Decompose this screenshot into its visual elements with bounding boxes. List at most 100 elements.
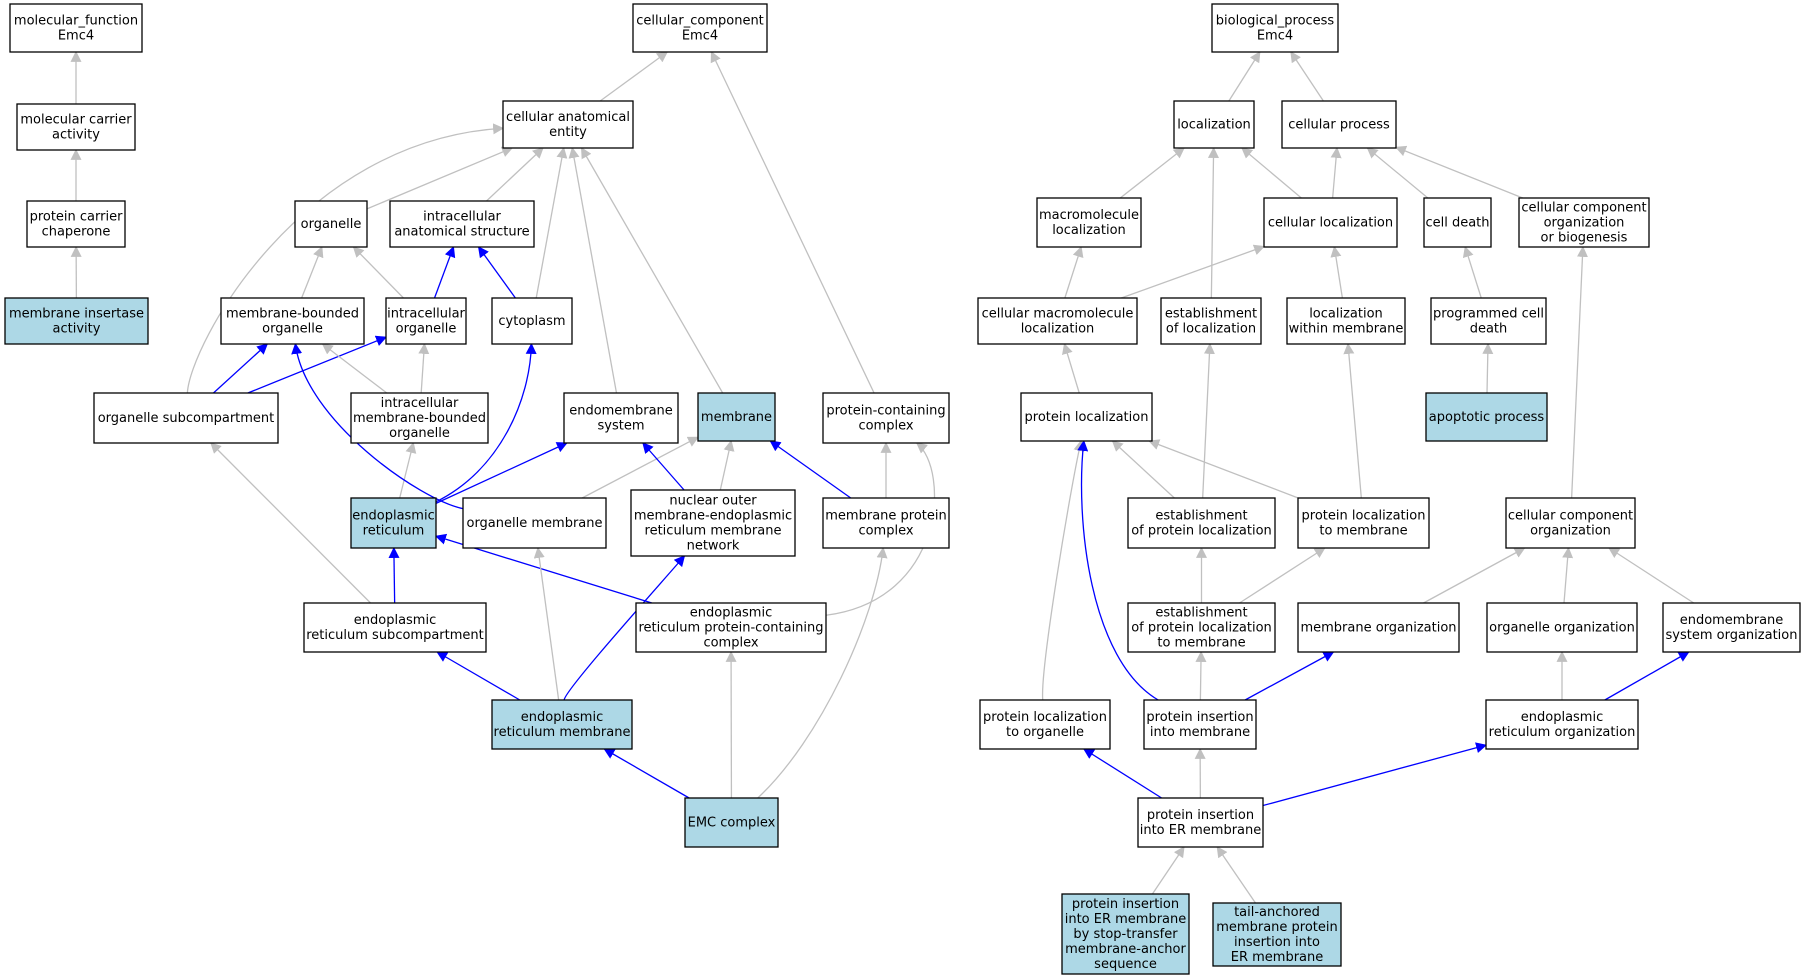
term-node-cell_process[interactable]: cellular process xyxy=(1281,100,1397,149)
term-box xyxy=(350,392,489,444)
term-box xyxy=(303,602,487,653)
term-node-prot_loc[interactable]: protein localization xyxy=(1020,392,1153,442)
term-node-cell_loc[interactable]: cellular localization xyxy=(1263,197,1398,248)
term-node-membrane[interactable]: membrane xyxy=(697,392,776,442)
term-label-line: reticulum subcompartment xyxy=(306,628,484,643)
term-node-cytoplasm[interactable]: cytoplasm xyxy=(491,297,573,345)
term-label-line: cytoplasm xyxy=(498,314,565,329)
term-box xyxy=(1143,699,1257,750)
term-label-line: organization xyxy=(1530,524,1611,539)
edge-intracell_mbo-to-mem_bounded_org xyxy=(321,343,388,394)
term-label-line: membrane-bounded xyxy=(353,411,486,426)
term-label-line: anatomical structure xyxy=(394,225,529,240)
term-label-line: insertion into xyxy=(1234,935,1320,950)
term-node-nuc_outer[interactable]: nuclear outermembrane-endoplasmicreticul… xyxy=(630,489,796,557)
term-label-line: localization xyxy=(1052,223,1126,238)
term-node-organelle[interactable]: organelle xyxy=(294,200,368,248)
term-label-line: tail-anchored xyxy=(1234,905,1320,920)
term-label-line: cellular macromolecule xyxy=(982,307,1134,322)
edge-est_loc-to-localization xyxy=(1207,146,1219,299)
term-label-line: protein carrier xyxy=(30,210,124,225)
term-node-organelle_org[interactable]: organelle organization xyxy=(1486,602,1638,653)
term-node-cell_death[interactable]: cell death xyxy=(1423,197,1492,248)
term-box xyxy=(1211,3,1339,53)
term-label-line: endoplasmic xyxy=(354,613,436,628)
term-label-line: reticulum membrane xyxy=(645,524,782,539)
edge-prot_ins_er_stop-to-prot_ins_er xyxy=(1151,846,1185,895)
edge-prot_loc_org-to-prot_loc xyxy=(1041,439,1085,701)
term-box xyxy=(1297,602,1460,653)
edge-org_subcomp-to-mem_bounded_org xyxy=(213,343,269,394)
term-box xyxy=(16,103,136,151)
term-box xyxy=(1281,100,1397,149)
term-label-line: macromolecule xyxy=(1039,208,1139,223)
term-node-org_subcomp[interactable]: organelle subcompartment xyxy=(93,392,279,444)
term-node-emc[interactable]: EMC complex xyxy=(684,797,779,848)
term-label-line: organelle xyxy=(262,322,323,337)
term-label-line: within membrane xyxy=(1289,322,1404,337)
term-box xyxy=(684,797,779,848)
term-node-mem_org[interactable]: membrane organization xyxy=(1297,602,1460,653)
term-label-line: localization xyxy=(1021,322,1095,337)
edge-prot_cont_cplx-to-cc_root xyxy=(710,51,875,394)
term-box xyxy=(1020,392,1153,442)
term-label-line: of localization xyxy=(1166,322,1256,337)
edge-prot_ins_mem-to-prot_loc xyxy=(1077,439,1159,701)
term-label-line: into membrane xyxy=(1150,725,1250,740)
term-box xyxy=(4,297,149,345)
edge-cell_process-to-bp_root xyxy=(1290,51,1324,102)
term-box xyxy=(502,100,634,149)
term-node-localization[interactable]: localization xyxy=(1173,100,1255,149)
edge-mem_bounded_org-to-organelle xyxy=(301,245,324,299)
term-box xyxy=(9,3,143,53)
term-label-line: EMC complex xyxy=(688,816,776,831)
edge-mem_prot_cplx-to-membrane xyxy=(769,440,852,499)
term-node-org_membrane[interactable]: organelle membrane xyxy=(462,497,607,549)
term-label-line: of protein localization xyxy=(1131,524,1272,539)
term-node-apoptotic[interactable]: apoptotic process xyxy=(1425,392,1548,442)
edge-cell_macro_loc-to-cell_loc xyxy=(1121,244,1266,299)
term-label-line: endomembrane xyxy=(1680,613,1784,628)
edge-prot_loc-to-cell_macro_loc xyxy=(1062,342,1080,394)
edge-est_prot_loc_mem-to-prot_loc_mem xyxy=(1239,547,1326,604)
edge-cell_macro_loc-to-macro_loc xyxy=(1064,245,1084,299)
term-label-line: membrane-anchor xyxy=(1065,942,1186,957)
term-label-line: membrane organization xyxy=(1300,621,1456,636)
term-label-line: membrane protein xyxy=(825,509,946,524)
